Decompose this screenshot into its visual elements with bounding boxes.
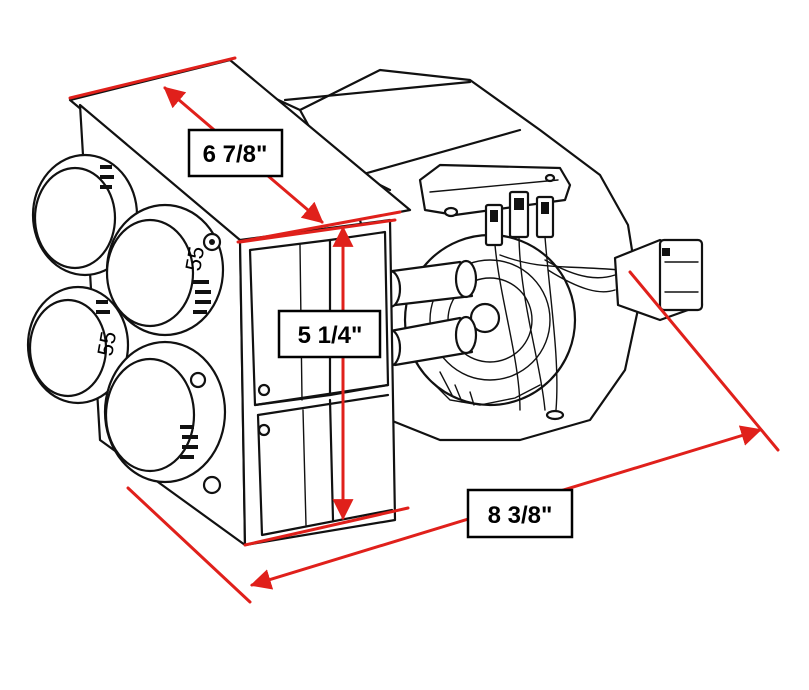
depth-label: 6 7/8" bbox=[203, 141, 268, 168]
port-upper-right: 55 bbox=[105, 203, 225, 337]
width-label: 8 3/8" bbox=[488, 502, 553, 529]
width-extension-line-left bbox=[126, 486, 252, 604]
plug-connector bbox=[613, 238, 704, 322]
depth-extension-line-top bbox=[68, 56, 237, 100]
dimension-width: 8 3/8" bbox=[126, 270, 780, 604]
depth-label-box bbox=[187, 128, 284, 178]
wire-harness bbox=[494, 236, 621, 421]
blower-motor bbox=[403, 233, 577, 407]
dimension-depth: 6 7/8" bbox=[68, 56, 402, 244]
mount-screws bbox=[189, 232, 222, 389]
height-label: 5 1/4" bbox=[298, 322, 363, 349]
port-number-upper-right: 55 bbox=[180, 244, 209, 272]
height-label-box bbox=[277, 309, 382, 359]
width-extension-line-right bbox=[628, 270, 780, 452]
port-lower-left: 55 bbox=[26, 285, 130, 405]
height-extension-line-top bbox=[238, 218, 397, 244]
width-label-box bbox=[466, 488, 574, 539]
connector-plate bbox=[418, 163, 572, 218]
dimension-height: 5 1/4" bbox=[238, 218, 410, 547]
electrical-connectors bbox=[484, 190, 555, 247]
port-number-lower-left: 55 bbox=[92, 329, 121, 357]
